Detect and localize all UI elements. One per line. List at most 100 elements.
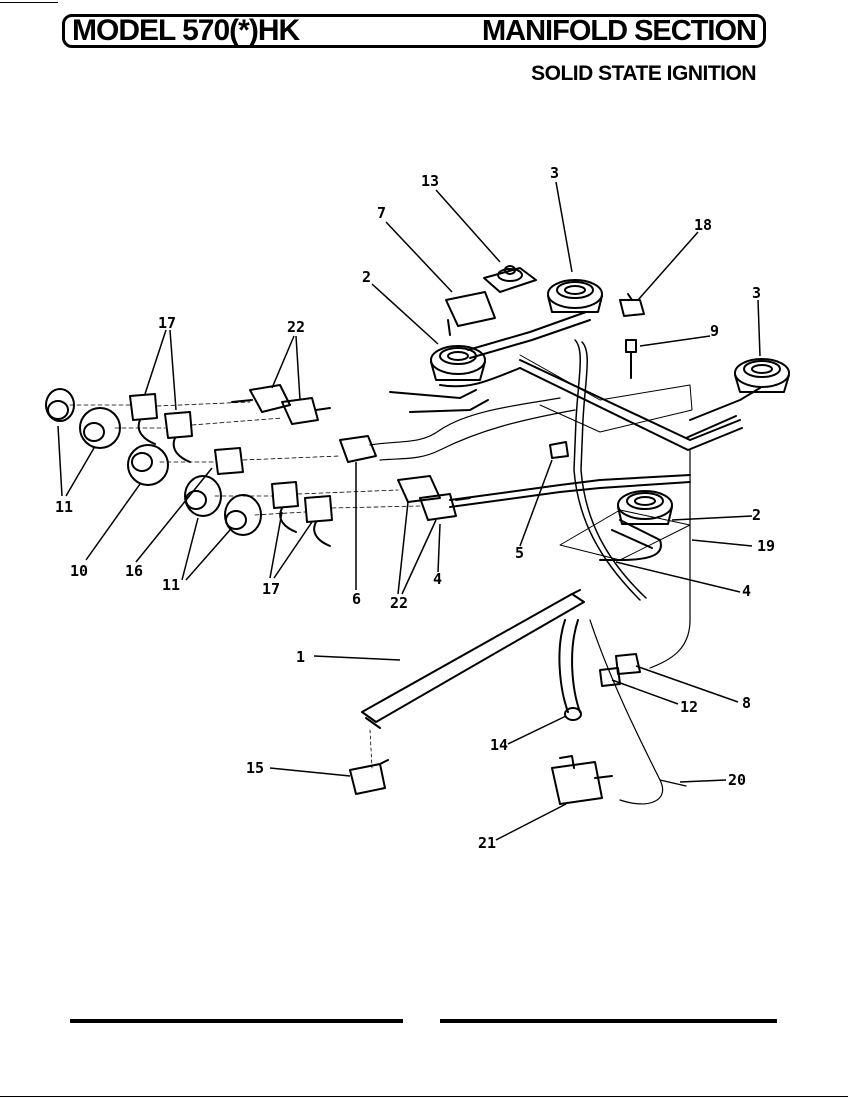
leader-9 — [639, 335, 711, 347]
header-frame — [62, 14, 766, 48]
leader-16 — [135, 467, 213, 563]
manifold-support-1 — [361, 589, 585, 729]
switch-17-lower-b — [304, 495, 333, 523]
burner-2-upper — [430, 345, 486, 381]
callout-4-right: 4 — [742, 582, 751, 600]
callout-17-lower: 17 — [262, 580, 280, 598]
callout-14: 14 — [490, 736, 508, 754]
leader-18 — [637, 231, 699, 301]
leader-11c — [181, 517, 199, 581]
leader-22a — [271, 335, 295, 389]
valve-set-lower — [397, 475, 471, 521]
fitting-8 — [615, 653, 641, 675]
burner-3-right — [734, 358, 790, 393]
leader-17c — [269, 511, 283, 579]
leader-19 — [691, 539, 753, 547]
callout-20: 20 — [728, 771, 746, 789]
bracket-15 — [349, 759, 389, 795]
leader-2b — [671, 515, 753, 521]
bracket-7 — [445, 291, 496, 327]
callout-2-upper: 2 — [362, 268, 371, 286]
electrode-9 — [625, 339, 637, 379]
clip-5 — [549, 441, 569, 459]
leader-11b — [65, 447, 95, 497]
callout-4-left: 4 — [433, 570, 442, 588]
leader-15 — [269, 767, 351, 777]
feed-tube-14 — [558, 619, 569, 713]
footer-rule-left — [70, 1019, 403, 1023]
module-16 — [214, 447, 244, 475]
callout-17-upper: 17 — [158, 314, 176, 332]
callout-15: 15 — [246, 759, 264, 777]
leader-4a — [437, 523, 441, 573]
leader-5 — [519, 459, 553, 547]
switch-17-upper-b — [164, 411, 193, 439]
callout-12: 12 — [680, 698, 698, 716]
tube-19 — [649, 449, 691, 669]
callout-10: 10 — [70, 562, 88, 580]
switch-17-upper-a — [129, 393, 158, 421]
fitting-12 — [599, 667, 621, 687]
burner-2-lower — [617, 490, 673, 525]
callout-3-upper: 3 — [550, 164, 559, 182]
leader-17b — [169, 329, 177, 411]
leader-22b — [295, 335, 301, 401]
callout-3-right: 3 — [752, 284, 761, 302]
footer-rule-right — [440, 1019, 777, 1023]
regulator-21 — [551, 755, 613, 805]
leader-3b — [757, 299, 761, 357]
leader-10 — [85, 483, 141, 561]
leader-22c — [397, 501, 409, 595]
leader-13 — [435, 189, 501, 263]
callout-16: 16 — [125, 562, 143, 580]
callout-8: 8 — [742, 694, 751, 712]
callout-18: 18 — [694, 216, 712, 234]
tube-20 — [589, 619, 664, 805]
upper-plate-outline — [519, 354, 693, 433]
callout-11-lower: 11 — [162, 576, 180, 594]
leader-22d — [401, 519, 437, 595]
burner-3-left — [547, 279, 603, 313]
subtitle: SOLID STATE IGNITION — [531, 62, 756, 85]
model-title: MODEL 570(*)HK — [72, 14, 300, 47]
bottom-edge-mark — [0, 1096, 848, 1097]
lower-manifold-rail — [449, 474, 691, 501]
leader-1 — [313, 655, 401, 661]
gas-tube-right — [573, 339, 641, 601]
switch-17-lower-a — [271, 481, 299, 509]
pilot-6 — [339, 435, 377, 463]
callout-6: 6 — [352, 590, 361, 608]
callout-22-upper: 22 — [287, 318, 305, 336]
callout-1: 1 — [296, 648, 305, 666]
callout-11-left: 11 — [55, 498, 73, 516]
callout-9: 9 — [710, 322, 719, 340]
leader-4b — [615, 561, 741, 593]
leader-17d — [273, 521, 313, 579]
callout-7: 7 — [377, 204, 386, 222]
callout-19: 19 — [757, 537, 775, 555]
leader-17a — [144, 329, 167, 395]
knob-11-upper — [79, 407, 121, 449]
igniter-13 — [483, 265, 537, 293]
leader-14 — [507, 715, 567, 745]
leader-21 — [495, 803, 567, 841]
callout-2-lower: 2 — [752, 506, 761, 524]
callout-5: 5 — [515, 544, 524, 562]
knob-10 — [127, 444, 169, 486]
callout-22-lower: 22 — [390, 594, 408, 612]
leader-11a — [57, 425, 63, 497]
burner-tube-2-upper — [439, 367, 521, 388]
upper-manifold-tube — [467, 311, 587, 351]
section-title: MANIFOLD SECTION — [482, 15, 757, 47]
top-edge-mark — [0, 2, 58, 3]
leader-7 — [385, 221, 453, 293]
valve-set-upper — [231, 384, 331, 425]
leader-12 — [611, 679, 679, 705]
leader-8 — [635, 665, 739, 703]
leader-2a — [371, 283, 439, 345]
callout-21: 21 — [478, 834, 496, 852]
knob-11-lower-b — [224, 494, 262, 536]
callout-13: 13 — [421, 172, 439, 190]
